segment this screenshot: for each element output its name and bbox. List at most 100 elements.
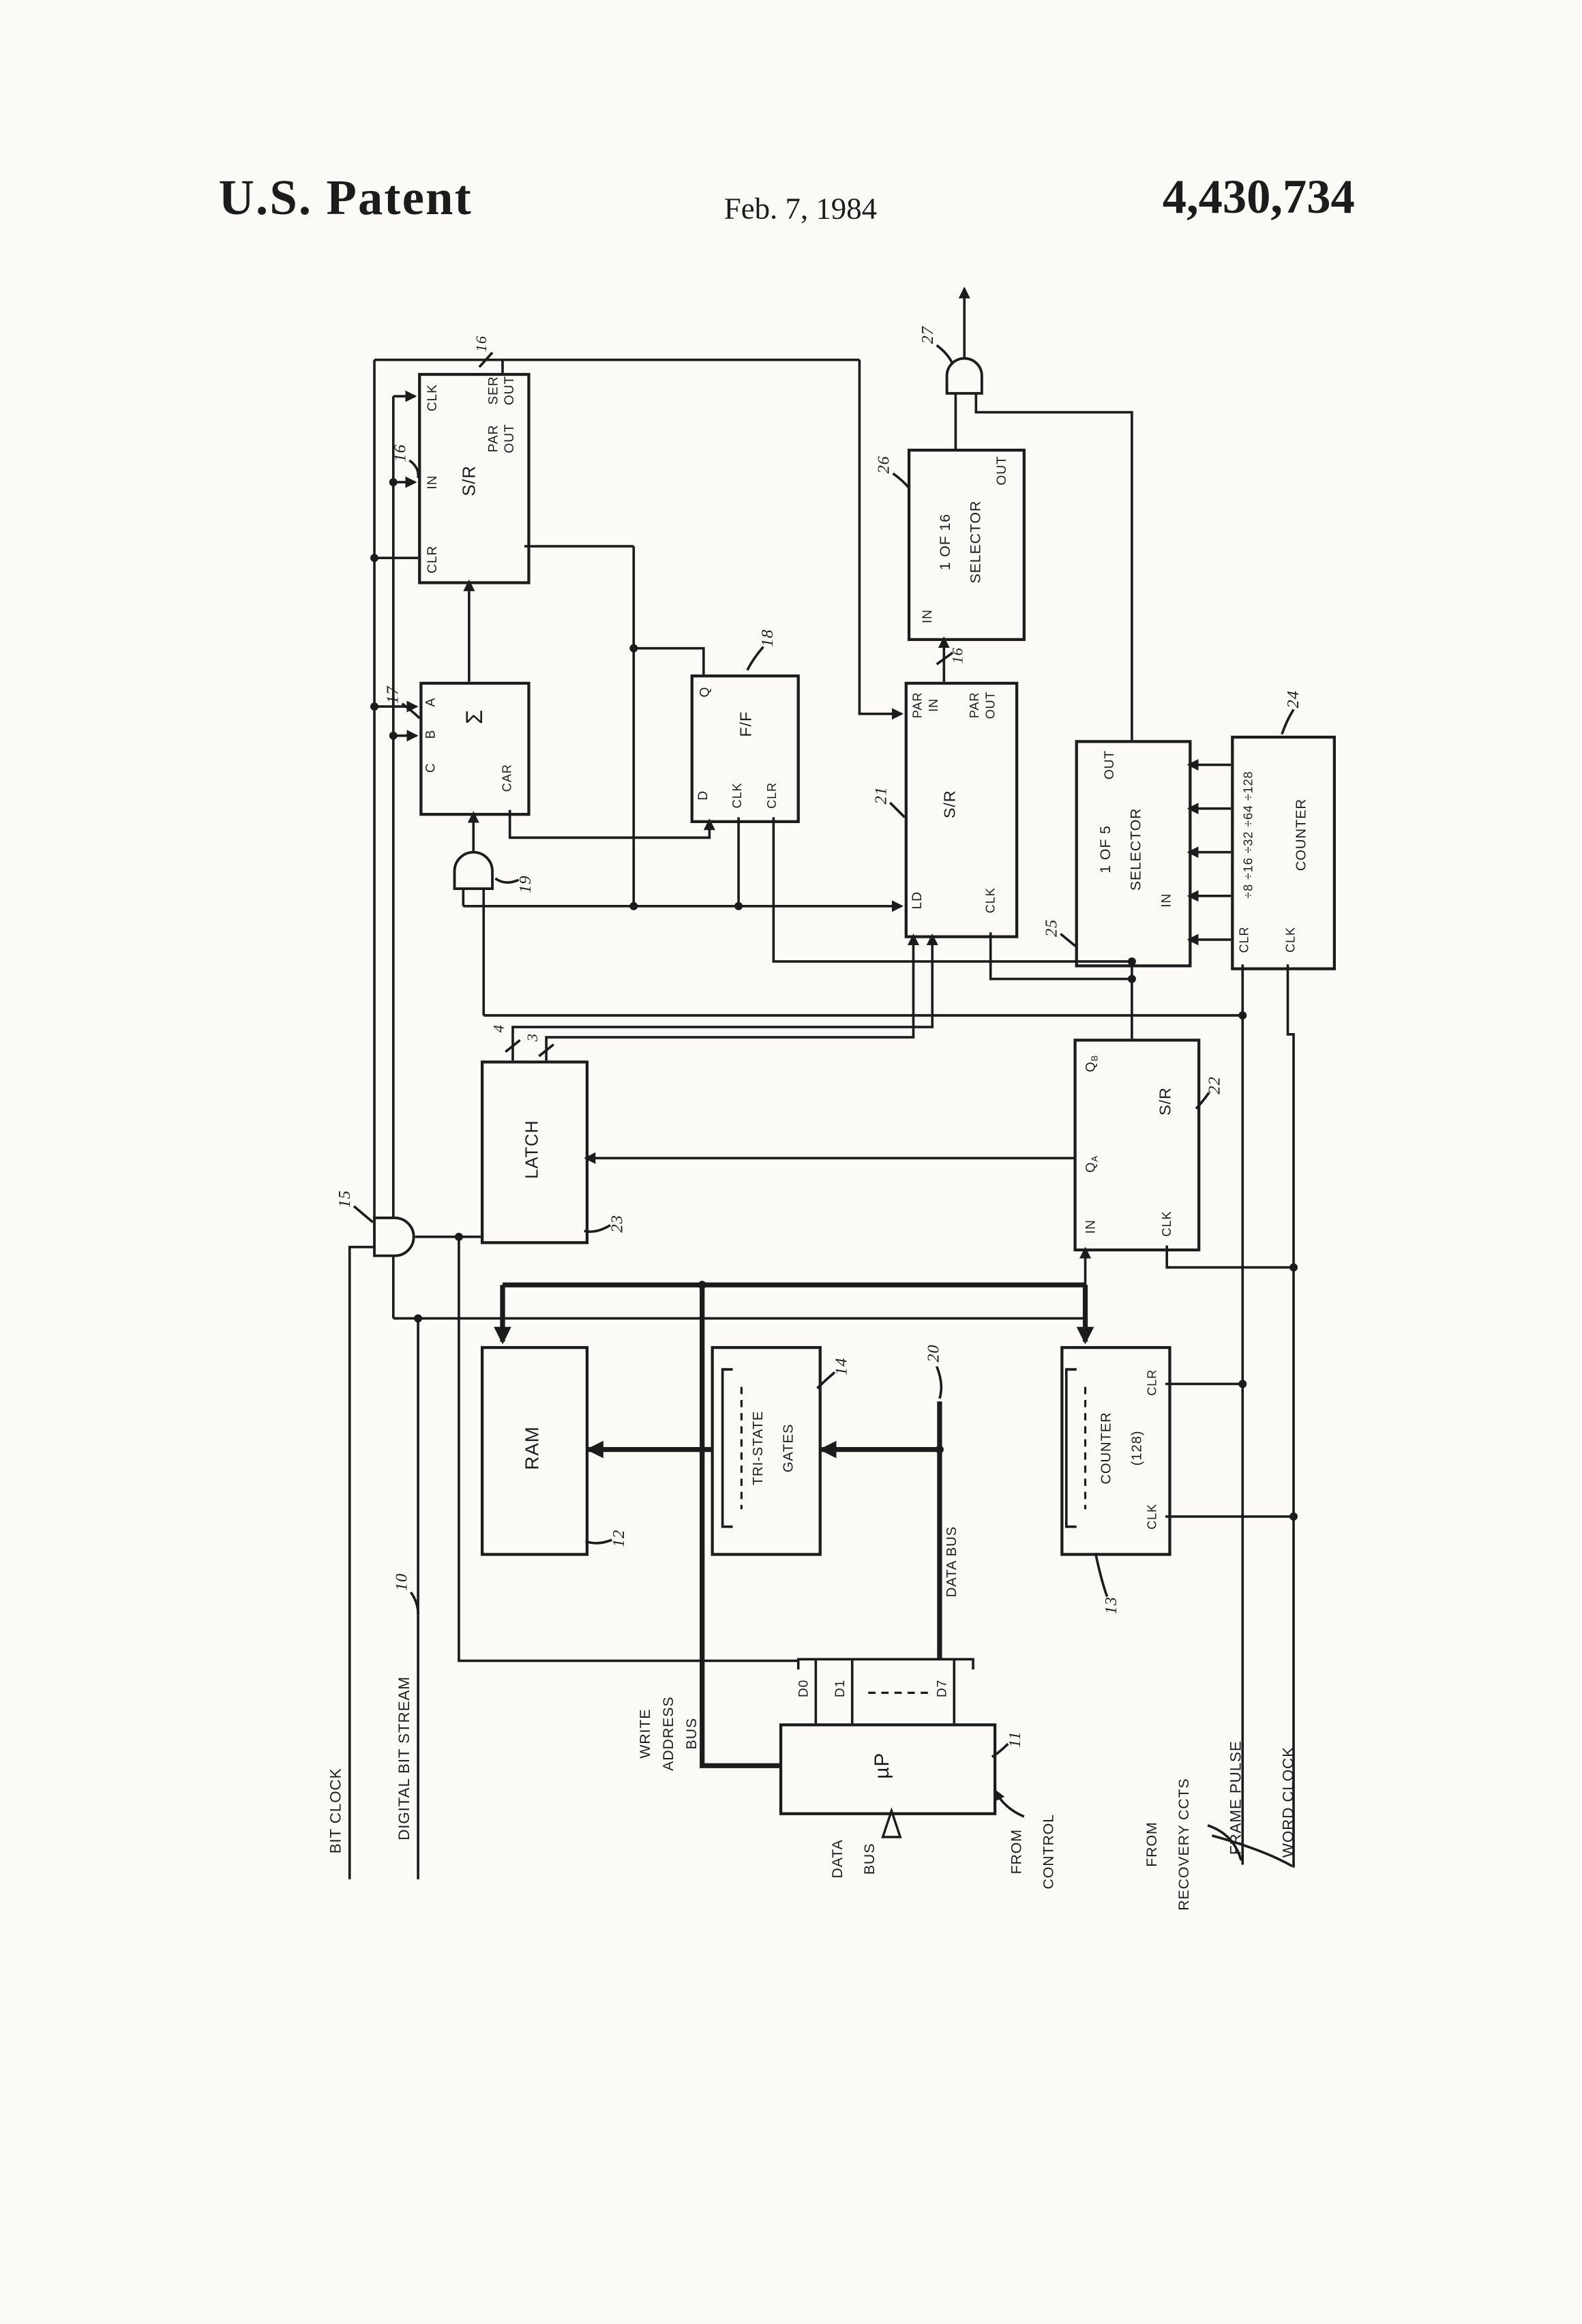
ref-11: 11 xyxy=(1006,1731,1025,1748)
ref-17: 17 xyxy=(385,685,403,704)
patent-date: Feb. 7, 1984 xyxy=(723,190,878,226)
sr22-label: S/R xyxy=(1157,1087,1175,1116)
sr16-pin-par: PAR xyxy=(486,424,501,453)
sr16-pin-in: IN xyxy=(424,475,440,490)
bus-width-3: 3 xyxy=(525,1033,542,1042)
ref-20: 20 xyxy=(925,1344,943,1362)
sr16-pin-ser-out: OUT xyxy=(501,375,517,406)
and-gate-15 xyxy=(373,1217,415,1257)
sr21-pin-par-out-2: OUT xyxy=(983,691,998,719)
from-control-line1: FROM xyxy=(1009,1829,1026,1875)
counter13-block xyxy=(1060,1345,1171,1556)
bus-width-16-top: 16 xyxy=(474,336,491,353)
ref-21: 21 xyxy=(873,786,891,805)
sel26-pin-out: OUT xyxy=(994,456,1009,486)
sr21-block xyxy=(904,681,1019,938)
gates14-line1: TRI-STATE xyxy=(750,1410,767,1486)
latch23-label: LATCH xyxy=(521,1120,542,1179)
sr16-pin-clr: CLR xyxy=(424,545,440,573)
sel25-pin-out: OUT xyxy=(1102,749,1117,780)
adder17-pin-b: B xyxy=(423,729,438,739)
write-address-bus-line3: BUS xyxy=(685,1717,701,1750)
patent-number: 4,430,734 xyxy=(1162,172,1355,224)
counter24-pin-clk: CLK xyxy=(1283,926,1298,953)
ref-24: 24 xyxy=(1285,690,1303,709)
up11-pin-d1: D1 xyxy=(832,1679,848,1698)
up11-pin-d0: D0 xyxy=(796,1679,811,1698)
sr16-label: S/R xyxy=(458,465,479,496)
ram12-label: RAM xyxy=(520,1426,543,1470)
data-bus-bottom-line1: DATA xyxy=(830,1839,847,1879)
ref-22: 22 xyxy=(1206,1076,1225,1094)
up11-block xyxy=(779,1723,997,1815)
bit-clock-label: BIT CLOCK xyxy=(327,1768,345,1854)
data-bus-bottom-line2: BUS xyxy=(862,1843,879,1875)
ref-10: 10 xyxy=(393,1573,411,1592)
ref-13: 13 xyxy=(1103,1596,1121,1615)
ref-26: 26 xyxy=(876,456,894,474)
ff18-pin-q: Q xyxy=(697,686,712,698)
bus-width-4: 4 xyxy=(492,1024,509,1033)
sr22-pin-qa: QA xyxy=(1083,1155,1101,1173)
sr21-pin-par-in-2: IN xyxy=(926,698,941,712)
counter13-pin-clk: CLK xyxy=(1144,1503,1159,1530)
data-bus-arrow-icon xyxy=(881,1807,902,1838)
ref-14: 14 xyxy=(833,1357,852,1376)
ref-23: 23 xyxy=(609,1215,627,1233)
sr21-label: S/R xyxy=(942,790,959,819)
sel26-pin-in: IN xyxy=(920,609,935,624)
word-clock-label: WORD CLOCK xyxy=(1280,1746,1298,1858)
counter24-divides: ÷8 ÷16 ÷32 ÷64 ÷128 xyxy=(1240,771,1255,899)
sr22-pin-qb: QB xyxy=(1083,1054,1101,1073)
from-recovery-line1: FROM xyxy=(1145,1821,1161,1867)
sr21-pin-ld: LD xyxy=(910,891,925,910)
ref-19: 19 xyxy=(517,875,535,893)
counter13-pin-clr: CLR xyxy=(1144,1369,1159,1396)
ref-25: 25 xyxy=(1043,919,1061,937)
sr22-pin-in: IN xyxy=(1083,1219,1098,1234)
adder17-pin-a: A xyxy=(423,697,438,707)
sr16-pin-clk: CLK xyxy=(424,384,440,412)
sr21-pin-clk: CLK xyxy=(983,887,998,914)
ff18-pin-clk: CLK xyxy=(729,782,745,809)
patent-title: U.S. Patent xyxy=(218,172,473,226)
adder17-block xyxy=(419,681,531,816)
sel26-block xyxy=(907,448,1026,641)
latch23-block xyxy=(480,1060,589,1245)
ref-16: 16 xyxy=(392,444,410,462)
junction-dots xyxy=(370,478,1298,1521)
ff18-pin-clr: CLR xyxy=(764,781,779,809)
up11-label: µP xyxy=(869,1752,893,1779)
ff18-block xyxy=(690,674,800,824)
counter13-line2: (128) xyxy=(1129,1430,1146,1466)
ram12-block xyxy=(480,1345,589,1556)
data-bus-mid-label: DATA BUS xyxy=(944,1526,961,1598)
from-recovery-line2: RECOVERY CCTS xyxy=(1177,1778,1193,1911)
counter24-block xyxy=(1231,735,1336,970)
from-control-line2: CONTROL xyxy=(1041,1814,1058,1890)
sel25-line2: SELECTOR xyxy=(1129,807,1146,891)
ref-15: 15 xyxy=(337,1190,355,1208)
adder17-pin-c: C xyxy=(423,762,438,773)
sel26-line1: 1 OF 16 xyxy=(938,513,955,571)
sel25-line1: 1 OF 5 xyxy=(1098,825,1115,874)
counter24-pin-clr: CLR xyxy=(1236,926,1251,953)
sel25-pin-in: IN xyxy=(1159,893,1174,908)
frame-pulse-label: FRAME PULSE xyxy=(1227,1740,1246,1856)
and-gate-19 xyxy=(453,850,494,891)
sr21-pin-par-out-1: PAR xyxy=(966,691,982,719)
gates14-block xyxy=(711,1345,822,1556)
adder17-pin-car: CAR xyxy=(499,764,514,792)
or-gate-27 xyxy=(945,357,983,395)
ref-18: 18 xyxy=(759,629,777,647)
sel26-line2: SELECTOR xyxy=(968,500,985,584)
up11-pin-d7: D7 xyxy=(934,1679,949,1698)
sr22-block xyxy=(1073,1039,1201,1252)
sr16-block xyxy=(418,372,531,584)
bus-width-16-mid: 16 xyxy=(951,647,967,664)
ref-12: 12 xyxy=(610,1529,629,1548)
digital-bit-stream-label: DIGITAL BIT STREAM xyxy=(395,1676,414,1841)
